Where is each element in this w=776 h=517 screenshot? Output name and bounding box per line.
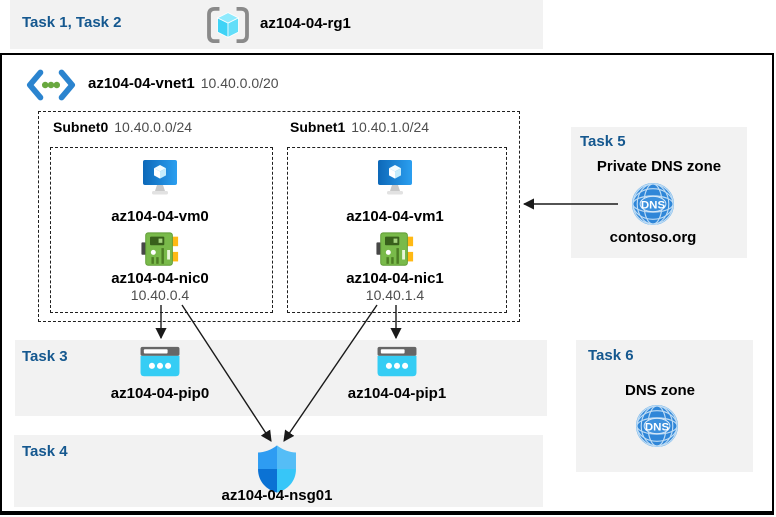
- private-dns-zone-name: contoso.org: [609, 229, 697, 246]
- subnets-container-box: [38, 111, 520, 322]
- pip1-icon: [375, 344, 419, 382]
- task4-label: Task 4: [22, 443, 68, 460]
- task3-label: Task 3: [22, 348, 68, 365]
- task-1-2-label: Task 1, Task 2: [22, 14, 122, 31]
- resource-group-name: az104-04-rg1: [260, 15, 351, 32]
- dns-zone-icon: DNS: [635, 404, 679, 448]
- task3-band: [15, 340, 547, 416]
- dns-zone-title: DNS zone: [624, 382, 696, 399]
- svg-text:DNS: DNS: [641, 199, 666, 211]
- vm0-name: az104-04-vm0: [111, 208, 209, 225]
- pip0-name: az104-04-pip0: [110, 385, 210, 402]
- pip0-icon: [138, 344, 182, 382]
- task5-label: Task 5: [580, 133, 626, 150]
- private-dns-zone-icon: DNS: [631, 182, 675, 226]
- virtual-network-icon: [26, 68, 76, 102]
- vnet-name: az104-04-vnet1: [88, 75, 195, 92]
- nic1-name: az104-04-nic1: [346, 270, 444, 287]
- vnet-label: az104-04-vnet1 10.40.0.0/20: [88, 75, 279, 93]
- vnet-cidr: 10.40.0.0/20: [200, 75, 279, 91]
- pip1-name: az104-04-pip1: [347, 385, 447, 402]
- nsg-shield-icon: [254, 444, 300, 494]
- vm1-icon: [373, 156, 417, 200]
- vm1-name: az104-04-vm1: [346, 208, 444, 225]
- nic1-icon: [375, 230, 415, 270]
- nic0-icon: [140, 230, 180, 270]
- resource-group-icon: [204, 6, 252, 44]
- nic1-ip: 10.40.1.4: [365, 287, 425, 303]
- vm0-icon: [138, 156, 182, 200]
- private-dns-zone-title: Private DNS zone: [596, 158, 722, 175]
- task6-box: [576, 340, 753, 472]
- task6-label: Task 6: [588, 347, 634, 364]
- resource-group-band: [10, 0, 543, 49]
- nic0-ip: 10.40.0.4: [130, 287, 190, 303]
- nsg-name: az104-04-nsg01: [221, 487, 333, 504]
- diagram-canvas-border: [0, 53, 774, 515]
- nic0-name: az104-04-nic0: [111, 270, 209, 287]
- subnet1-resources-box: [287, 147, 507, 313]
- svg-text:DNS: DNS: [645, 421, 670, 433]
